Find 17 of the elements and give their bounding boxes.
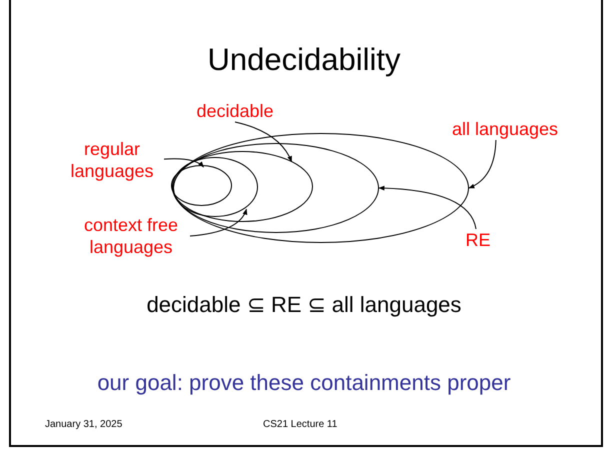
leader-arrow [378,186,476,230]
goal-statement: our goal: prove these containments proper [96,370,512,396]
set-label: decidable [185,100,285,122]
footer-date: January 31, 2025 [45,419,122,431]
footer-lecture: CS21 Lecture 11 [263,419,338,431]
set-label: regular languages [60,138,164,182]
leader-arrow [164,158,204,168]
leader-arrow [234,122,292,162]
set-ellipse [172,156,258,216]
set-label: all languages [440,118,570,140]
set-label: context free languages [72,214,190,258]
leader-arrow [190,208,247,236]
leader-arrow [468,140,496,188]
set-label: RE [458,229,498,251]
slide-title: Undecidability [206,42,402,78]
containment-formula: decidable ⊆ RE ⊆ all languages [146,292,462,318]
set-ellipse [171,165,232,206]
